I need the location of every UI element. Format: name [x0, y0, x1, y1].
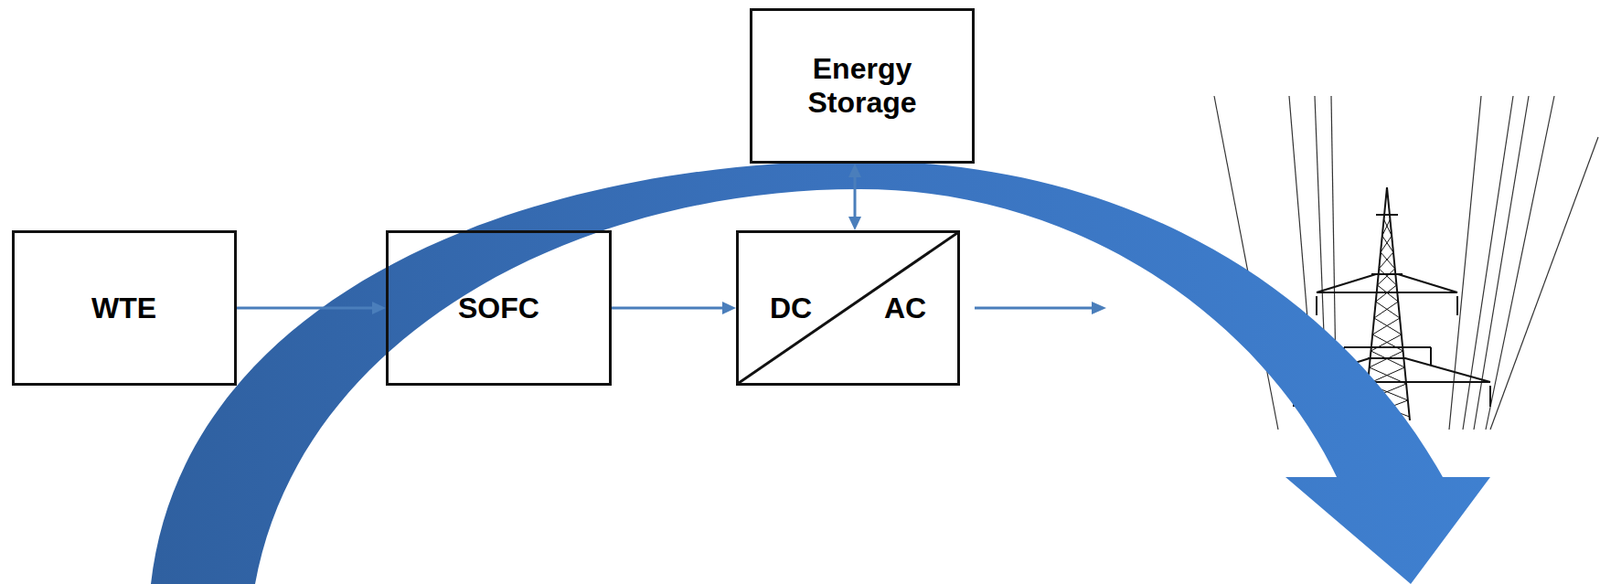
power-lines: [1214, 96, 1599, 430]
flow-arrow: [236, 301, 386, 315]
storage-box: Energy Storage: [749, 8, 975, 164]
flow-arrow: [611, 301, 736, 315]
box-label: SOFC: [458, 291, 540, 326]
box-label: DC: [769, 291, 812, 326]
fuel-cell-box: SOFC: [385, 230, 612, 386]
box-label: WTE: [91, 291, 157, 326]
grid-feed-arrowhead: [1091, 301, 1107, 315]
flow-arrow: [848, 163, 862, 231]
curved-flow-arrow: [150, 160, 1491, 584]
box-label: AC: [884, 291, 927, 326]
grid-feed-arrow: [974, 307, 1094, 310]
box-label: Energy Storage: [768, 52, 957, 120]
inverter-box: DC AC: [736, 230, 960, 386]
source-box: WTE: [11, 230, 237, 386]
